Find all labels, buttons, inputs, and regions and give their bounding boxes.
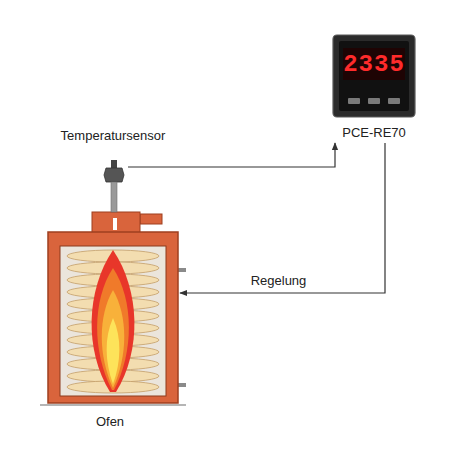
controller-node: 2335PCE-RE70 (333, 35, 415, 143)
signal-connector (180, 143, 385, 293)
display-value: 2335 (343, 51, 405, 79)
furnace-node: Ofen (40, 210, 180, 432)
furnace-label: Ofen (96, 414, 124, 430)
sensor-node: Temperatursensor (98, 128, 128, 212)
signal-connector (128, 143, 335, 167)
sensor-label: Temperatursensor (61, 128, 166, 144)
controller-illustration (333, 35, 415, 117)
controller-label: PCE-RE70 (342, 125, 406, 141)
sensor-illustration (104, 160, 124, 212)
connector-label: Regelung (251, 273, 307, 289)
furnace-illustration (40, 212, 186, 405)
